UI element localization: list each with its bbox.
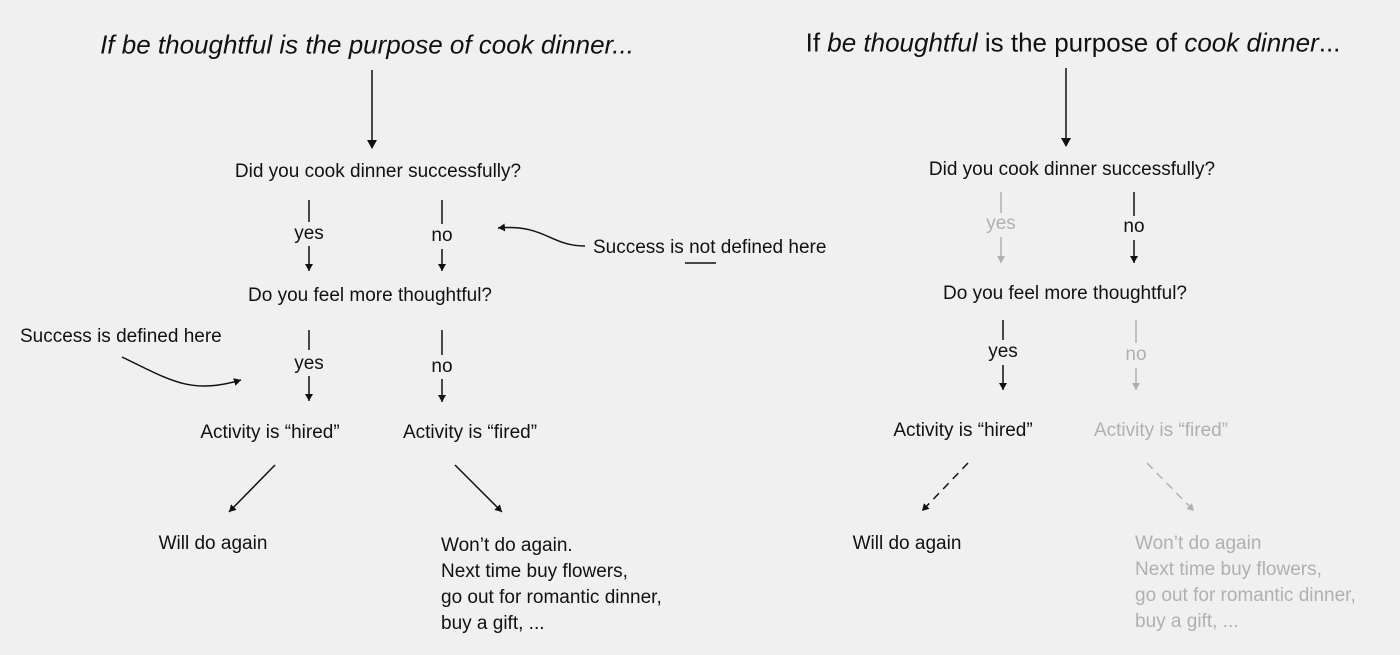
wont-do-line: go out for romantic dinner,	[441, 587, 662, 608]
title-part: ...	[1318, 27, 1341, 58]
hired-dashed-arrow	[921, 462, 969, 512]
right-question-thoughtful: Do you feel more thoughtful?	[943, 283, 1187, 304]
title-part: be thoughtful	[827, 27, 978, 58]
annotation-not-defined: Success is not defined here	[593, 237, 826, 259]
right-hired: Activity is “hired”	[893, 420, 1033, 441]
annotation-defined: Success is defined here	[20, 326, 222, 347]
right-will-do-again: Will do again	[852, 533, 962, 554]
right-q1-yes: yes	[986, 213, 1016, 234]
title-part: cook dinner	[1184, 27, 1319, 58]
left-q1-no: no	[431, 225, 453, 246]
left-question-thoughtful: Do you feel more thoughtful?	[248, 285, 492, 306]
wont-do-line: Next time buy flowers,	[441, 561, 628, 582]
annotation-underlined: not	[689, 237, 716, 258]
defined-curve-arrow	[121, 356, 242, 387]
right-q1-no: no	[1123, 216, 1145, 237]
annotation-text: defined here	[715, 237, 827, 258]
wont-do-line: buy a gift, ...	[441, 613, 545, 634]
right-q2-yes: yes	[988, 341, 1018, 362]
right-question-cook: Did you cook dinner successfully?	[928, 159, 1216, 180]
title-part: is the purpose of	[977, 27, 1185, 58]
fired-arrow	[454, 464, 503, 513]
left-wont-do-again: Won’t do again. Next time buy flowers, g…	[441, 533, 662, 637]
title-part: If	[805, 27, 828, 58]
right-q2-no: no	[1125, 344, 1147, 365]
hired-arrow	[228, 464, 276, 513]
left-question-cook: Did you cook dinner successfully?	[234, 161, 522, 182]
left-q1-yes: yes	[294, 223, 324, 244]
not-defined-curve-arrow	[497, 223, 586, 247]
right-fired: Activity is “fired”	[1093, 420, 1229, 441]
wont-do-line: buy a gift, ...	[1135, 611, 1239, 632]
left-hired: Activity is “hired”	[200, 422, 340, 443]
left-q2-no: no	[431, 356, 453, 377]
right-title: If be thoughtful is the purpose of cook …	[806, 28, 1341, 59]
left-q2-yes: yes	[294, 353, 324, 374]
left-title: If be thoughtful is the purpose of cook …	[100, 29, 634, 60]
annotation-text: Success is	[593, 237, 690, 258]
fired-dashed-arrow	[1146, 462, 1195, 512]
wont-do-line: Next time buy flowers,	[1135, 559, 1322, 580]
left-fired: Activity is “fired”	[402, 422, 538, 443]
wont-do-line: Won’t do again.	[441, 535, 573, 556]
right-wont-do-again: Won’t do again Next time buy flowers, go…	[1135, 531, 1356, 635]
wont-do-line: go out for romantic dinner,	[1135, 585, 1356, 606]
left-will-do-again: Will do again	[158, 533, 268, 554]
wont-do-line: Won’t do again	[1135, 533, 1262, 554]
